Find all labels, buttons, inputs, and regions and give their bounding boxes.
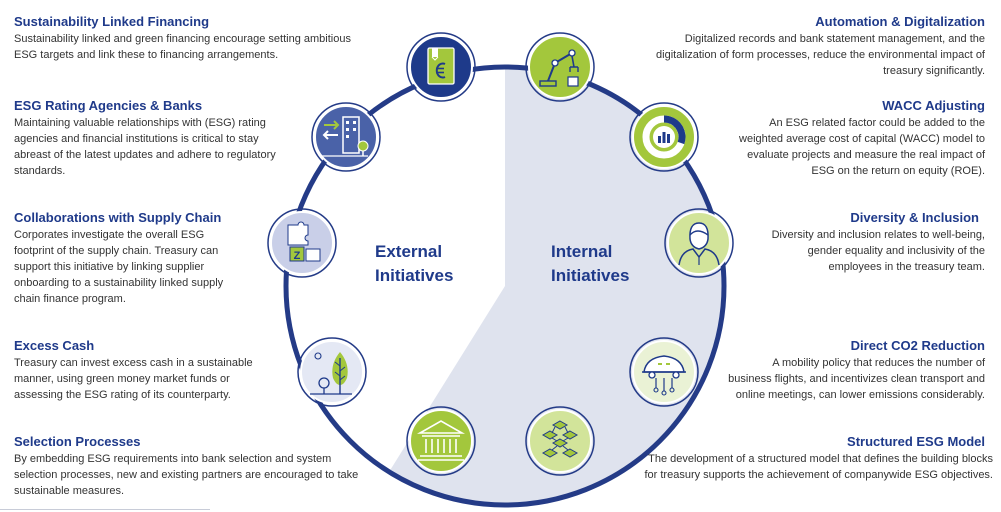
internal-initiatives-label: Internal Initiatives (551, 240, 629, 288)
item-title: Collaborations with Supply Chain (14, 210, 222, 225)
item-description: A mobility policy that reduces the numbe… (685, 355, 985, 403)
puzzle-icon: Z (267, 208, 337, 278)
description-line: Sustainability linked and green financin… (14, 33, 351, 45)
person-icon (664, 208, 734, 278)
item-title: WACC Adjusting (882, 98, 985, 113)
description-line: evaluate projects and measure the real i… (747, 149, 985, 161)
description-line: abreast of the latest updates and adhere… (14, 149, 276, 161)
description-line: Maintaining valuable relationships with … (14, 117, 266, 129)
description-line: selection processes, new and existing pa… (14, 469, 359, 481)
description-line: An ESG related factor could be added to … (769, 117, 985, 129)
item-title: Selection Processes (14, 434, 141, 449)
right-item-diversity-inclusion: Diversity & Inclusion Diversity and incl… (735, 210, 985, 275)
description-line: Treasury can invest excess cash in a sus… (14, 357, 253, 369)
description-line: Digitalized records and bank statement m… (684, 33, 985, 45)
right-item-direct-co2-reduction: Direct CO2 Reduction A mobility policy t… (685, 338, 985, 403)
right-item-automation-digitalization: Automation & Digitalization Digitalized … (605, 14, 985, 79)
item-description: Maintaining valuable relationships with … (14, 115, 314, 179)
description-line: online meetings, can lower emissions con… (735, 389, 985, 401)
item-title: Sustainability Linked Financing (14, 14, 210, 29)
blocks-icon (525, 406, 595, 476)
item-title: Diversity & Inclusion (850, 210, 979, 225)
description-line: for treasury supports the achievement of… (644, 469, 993, 481)
item-description: Sustainability linked and green financin… (14, 31, 394, 63)
tree-icon (297, 337, 367, 407)
description-line: sustainable measures. (14, 485, 125, 497)
description-line: footprint of the supply chain. Treasury … (14, 245, 219, 257)
item-title: Automation & Digitalization (815, 14, 985, 29)
robot-arm-icon (525, 32, 595, 102)
item-title: Direct CO2 Reduction (850, 338, 985, 353)
item-title: Excess Cash (14, 338, 95, 353)
right-item-structured-esg-model: Structured ESG Model The development of … (598, 434, 993, 483)
left-item-selection-processes: Selection Processes By embedding ESG req… (14, 434, 394, 499)
description-line: weighted average cost of capital (WACC) … (739, 133, 985, 145)
description-line: business flights, and incentivizes clean… (728, 373, 985, 385)
description-line: agencies and financial institutions is c… (14, 133, 259, 145)
institution-building-icon (406, 406, 476, 476)
euro-document-icon (406, 32, 476, 102)
description-line: Corporates investigate the overall ESG (14, 229, 205, 241)
bank-exchange-icon (311, 102, 381, 172)
svg-text:Z: Z (294, 250, 301, 262)
internal-label-line1: Internal (551, 242, 613, 261)
item-description: Diversity and inclusion relates to well-… (735, 227, 985, 275)
description-line: manner, using green money market funds o… (14, 373, 230, 385)
divider-line (0, 509, 210, 510)
description-line: support this initiative by linking suppl… (14, 261, 205, 273)
internal-label-line2: Initiatives (551, 266, 630, 285)
description-line: ESG targets and link these to financing … (14, 49, 279, 61)
description-line: Diversity and inclusion relates to well-… (771, 229, 985, 241)
description-line: chain finance program. (14, 293, 126, 305)
donut-chart-icon (629, 102, 699, 172)
left-item-sustainability-linked-financing: Sustainability Linked Financing Sustaina… (14, 14, 394, 63)
description-line: employees in the treasury team. (828, 261, 985, 273)
external-label-line2: Initiatives (375, 266, 454, 285)
description-line: gender equality and inclusivity of the (807, 245, 985, 257)
description-line: onboarding to a sustainability linked su… (14, 277, 224, 289)
main-ring (283, 64, 727, 508)
item-title: Structured ESG Model (847, 434, 985, 449)
description-line: By embedding ESG requirements into bank … (14, 453, 332, 465)
description-line: treasury significantly. (883, 65, 985, 77)
description-line: assessing the ESG rating of its counterp… (14, 389, 231, 401)
description-line: ESG on the return on equity (ROE). (811, 165, 985, 177)
left-item-esg-rating-agencies: ESG Rating Agencies & Banks Maintaining … (14, 98, 314, 179)
item-description: The development of a structured model th… (598, 451, 993, 483)
electric-car-icon (629, 337, 699, 407)
external-initiatives-label: External Initiatives (375, 240, 453, 288)
description-line: standards. (14, 165, 66, 177)
description-line: digitalization of form processes, reduce… (656, 49, 985, 61)
description-line: The development of a structured model th… (648, 453, 993, 465)
left-item-supply-chain: Collaborations with Supply Chain Corpora… (14, 210, 264, 307)
item-title: ESG Rating Agencies & Banks (14, 98, 203, 113)
external-label-line1: External (375, 242, 443, 261)
left-item-excess-cash: Excess Cash Treasury can invest excess c… (14, 338, 284, 403)
item-description: Treasury can invest excess cash in a sus… (14, 355, 284, 403)
right-item-wacc-adjusting: WACC Adjusting An ESG related factor cou… (695, 98, 985, 179)
item-description: By embedding ESG requirements into bank … (14, 451, 394, 499)
item-description: An ESG related factor could be added to … (695, 115, 985, 179)
item-description: Digitalized records and bank statement m… (605, 31, 985, 79)
description-line: A mobility policy that reduces the numbe… (772, 357, 985, 369)
item-description: Corporates investigate the overall ESG f… (14, 227, 264, 307)
